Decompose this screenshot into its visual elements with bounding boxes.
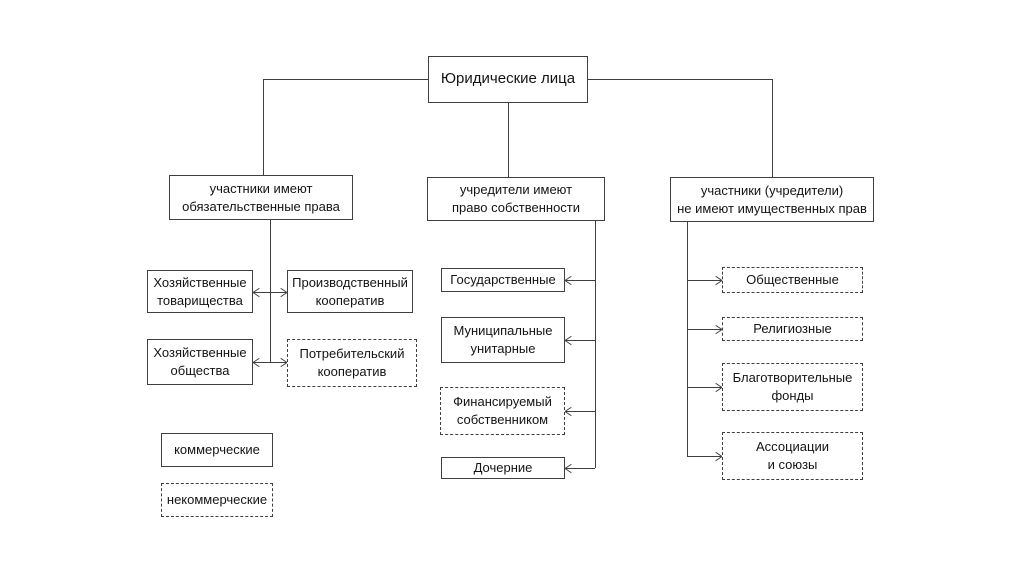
node-production-cooperative: Производственный кооператив: [287, 270, 413, 313]
node-religious: Религиозные: [722, 317, 863, 341]
node-participants-obligatory-rights: участники имеют обязательственные права: [169, 175, 353, 220]
node-label: Религиозные: [753, 321, 832, 337]
node-label: Ассоциации и союзы: [756, 439, 829, 472]
legend-noncommercial: некоммерческие: [161, 483, 273, 517]
node-label: Общественные: [746, 272, 839, 288]
node-associations-unions: Ассоциации и союзы: [722, 432, 863, 480]
node-label: участники (учредители) не имеют имуществ…: [677, 182, 867, 216]
node-label: Финансируемый собственником: [453, 394, 552, 427]
node-business-partnerships: Хозяйственные товарищества: [147, 270, 253, 313]
node-label: Государственные: [450, 272, 556, 288]
node-state: Государственные: [441, 268, 565, 292]
legend-label: некоммерческие: [166, 492, 268, 508]
node-consumer-cooperative: Потребительский кооператив: [287, 339, 417, 387]
node-label: Юридические лица: [440, 70, 576, 88]
legend-label: коммерческие: [174, 442, 260, 458]
node-financed-by-owner: Финансируемый собственником: [440, 387, 565, 435]
node-label: Потребительский кооператив: [299, 346, 405, 379]
node-label: учредители имеют право собственности: [451, 182, 581, 215]
node-charitable-foundations: Благотворительные фонды: [722, 363, 863, 411]
node-label: Благотворительные фонды: [732, 370, 853, 403]
node-business-companies: Хозяйственные общества: [147, 339, 253, 385]
node-label: Хозяйственные общества: [153, 345, 247, 378]
node-label: Дочерние: [473, 460, 533, 476]
tree-connectors: [253, 79, 773, 469]
node-public: Общественные: [722, 267, 863, 293]
node-label: Производственный кооператив: [292, 274, 408, 308]
node-municipal-unitary: Муниципальные унитарные: [441, 317, 565, 363]
node-label: участники имеют обязательственные права: [182, 180, 340, 214]
node-label: Хозяйственные товарищества: [153, 274, 247, 308]
node-legal-entities: Юридические лица: [428, 56, 588, 103]
node-founders-ownership-rights: учредители имеют право собственности: [427, 177, 605, 221]
node-subsidiaries: Дочерние: [441, 457, 565, 479]
node-participants-no-property-rights: участники (учредители) не имеют имуществ…: [670, 177, 874, 222]
legend-commercial: коммерческие: [161, 433, 273, 467]
node-label: Муниципальные унитарные: [453, 323, 553, 356]
